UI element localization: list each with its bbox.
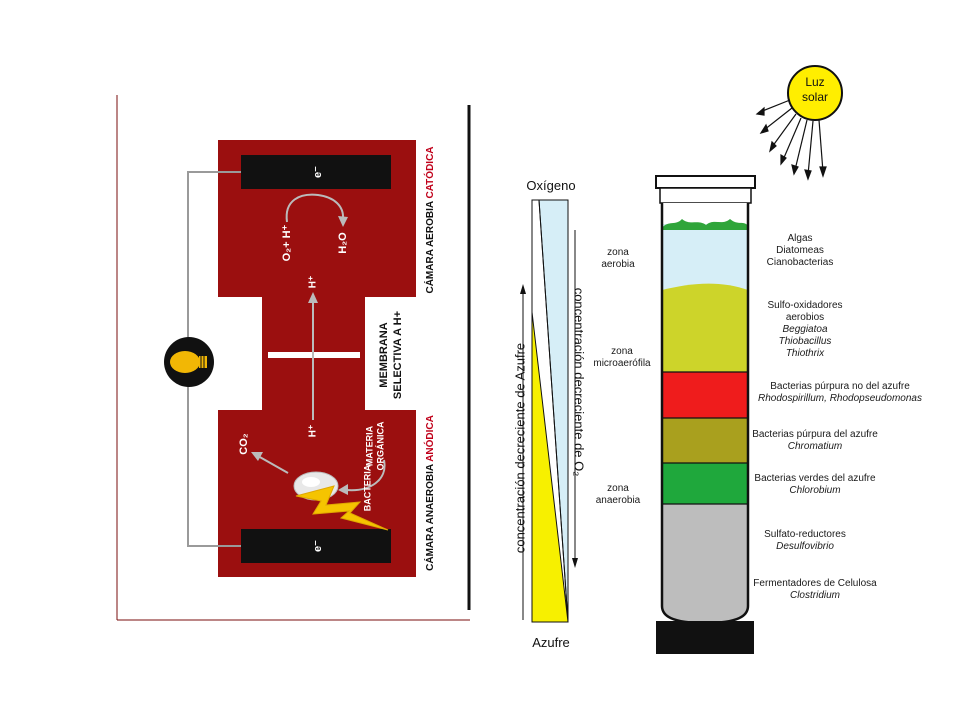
winogradsky-panel: Luz solar Oxígeno Azuf	[480, 0, 960, 720]
sediment-layer	[662, 504, 748, 622]
zone-label: zona	[611, 346, 633, 357]
co2-label: CO₂	[238, 433, 250, 455]
bacteria-label: BACTERIA	[362, 464, 372, 511]
cathode-reaction-arrow-head	[338, 216, 348, 227]
membrane-label-2: SELECTIVA A H+	[392, 311, 404, 399]
species-name: Clostridium	[789, 590, 840, 601]
species-name: Thiothrix	[785, 348, 825, 359]
anode-electrode	[241, 529, 391, 563]
sulfur-wedge	[531, 311, 569, 623]
anode-chamber-accent: ANÓDICA	[423, 415, 436, 462]
bacterium-highlight	[302, 477, 320, 487]
zone-label: microaerófila	[593, 358, 651, 369]
zone-label: zona	[607, 483, 629, 494]
organism-name: Bacterias púrpura del azufre	[752, 429, 878, 440]
column-neck	[659, 187, 752, 204]
organism-name: Cianobacterias	[766, 257, 834, 268]
species-name: Thiobacillus	[778, 336, 832, 347]
column-headspace	[662, 203, 748, 225]
species-name: Beggiatoa	[782, 324, 828, 335]
oxygen-label: Oxígeno	[526, 178, 575, 193]
o2-gradient-label: concentración decreciente de O₂	[572, 288, 587, 477]
cathode-reaction-arrow	[285, 193, 345, 223]
fuel-cell-chambers	[218, 140, 416, 577]
organisms-purple-sulfur: Bacterias púrpura del azufre Chromatium	[750, 429, 880, 453]
organisms-purple-nonsulfur: Bacterias púrpura no del azufre Rhodospi…	[750, 381, 930, 405]
organism-name: Sulfato-reductores	[764, 529, 846, 540]
zone-microaerophilic: zona microaerófila	[580, 346, 664, 370]
cathode-chamber-accent: CATÓDICA	[423, 146, 436, 198]
organism-name: Bacterias verdes del azufre	[754, 473, 876, 484]
purple-nonsulfur-layer	[662, 372, 748, 418]
zone-label: anaerobia	[595, 495, 641, 506]
proton-up-label: H⁺	[308, 276, 319, 289]
sulfur-oxidizer-layer	[662, 283, 748, 372]
species-name: Chlorobium	[789, 485, 841, 496]
fuel-cell-diagram: e⁻ e⁻ O₂+ H⁺ H₂O H⁺ H⁺ CO₂ BACTERIA MATE…	[116, 95, 471, 621]
organism-name: Diatomeas	[776, 245, 824, 256]
organic-matter-label-1: MATERIA	[364, 425, 374, 466]
sulfur-label: Azufre	[532, 635, 570, 650]
sulfur-gradient-label: concentración decreciente de Azufre	[512, 343, 527, 553]
organism-name: Fermentadores de Celulosa	[753, 578, 877, 589]
organism-name: Bacterias púrpura no del azufre	[770, 381, 910, 392]
circuit-wire-bottom	[187, 378, 241, 547]
anode-electron-label: e⁻	[312, 540, 324, 552]
cathode-chamber-label: CÁMARA AEROBIA CATÓDICA	[423, 146, 436, 293]
zone-label: aerobia	[601, 259, 635, 270]
fuel-cell-panel: e⁻ e⁻ O₂+ H⁺ H₂O H⁺ H⁺ CO₂ BACTERIA MATE…	[0, 0, 480, 720]
cathode-chamber-text: CÁMARA AEROBIA	[423, 201, 436, 293]
co2-arrow	[257, 455, 289, 474]
sun-label-1: Luz	[805, 75, 824, 89]
species-name: Rhodospirillum, Rhodopseudomonas	[758, 393, 922, 404]
cathode-electrode	[241, 155, 391, 189]
sun-label-2: solar	[802, 90, 828, 104]
proton-down-label: H⁺	[308, 425, 319, 438]
proton-arrow-head	[308, 292, 318, 303]
organisms-sulfate-reducers: Sulfato-reductores Desulfovibrio	[750, 529, 860, 553]
bulb-icon	[164, 337, 214, 387]
column-base	[656, 621, 754, 654]
winogradsky-diagram: Luz solar Oxígeno Azuf	[512, 65, 843, 654]
organisms-cellulose-fermenters: Fermentadores de Celulosa Clostridium	[750, 578, 880, 602]
lightning-icon	[295, 485, 389, 531]
cathode-product-label: H₂O	[337, 232, 349, 254]
organism-name: Sulfo-oxidadores aerobios	[767, 300, 843, 323]
membrane-label-1: MEMBRANA	[378, 322, 390, 387]
circuit-wire-top	[187, 171, 241, 352]
algae-layer	[662, 219, 748, 230]
zone-label: zona	[607, 247, 629, 258]
green-sulfur-layer	[662, 463, 748, 504]
cathode-reactants-label: O₂+ H⁺	[281, 224, 293, 261]
sun-icon	[787, 65, 843, 121]
organic-matter-arrow-head	[338, 484, 348, 495]
o2-gradient-arrow-head	[572, 558, 578, 568]
co2-arrow-head	[251, 452, 263, 461]
water-layer	[662, 224, 748, 290]
anode-chamber-text: CÁMARA ANAEROBIA	[423, 464, 436, 571]
organic-matter-label-2: ORGÁNICA	[375, 421, 385, 470]
sulfur-gradient-arrow-head	[520, 284, 526, 294]
zone-aerobic: zona aerobia	[590, 247, 646, 271]
anode-chamber-label: CÁMARA ANAEROBIA ANÓDICA	[423, 415, 436, 571]
cathode-electron-label: e⁻	[312, 166, 324, 178]
column-cap	[655, 175, 756, 189]
zone-anaerobic: zona anaerobia	[590, 483, 646, 507]
organisms-algae: Algas Diatomeas Cianobacterias	[750, 233, 850, 269]
species-name: Chromatium	[787, 441, 843, 452]
sun-rays	[755, 99, 827, 181]
organisms-green-sulfur: Bacterias verdes del azufre Chlorobium	[750, 473, 880, 497]
species-name: Desulfovibrio	[776, 541, 834, 552]
organisms-sulfur-oxidizers: Sulfo-oxidadores aerobios Beggiatoa Thio…	[750, 300, 860, 360]
organic-matter-arrow	[345, 459, 386, 492]
purple-sulfur-layer	[662, 418, 748, 463]
organism-name: Algas	[787, 233, 813, 244]
